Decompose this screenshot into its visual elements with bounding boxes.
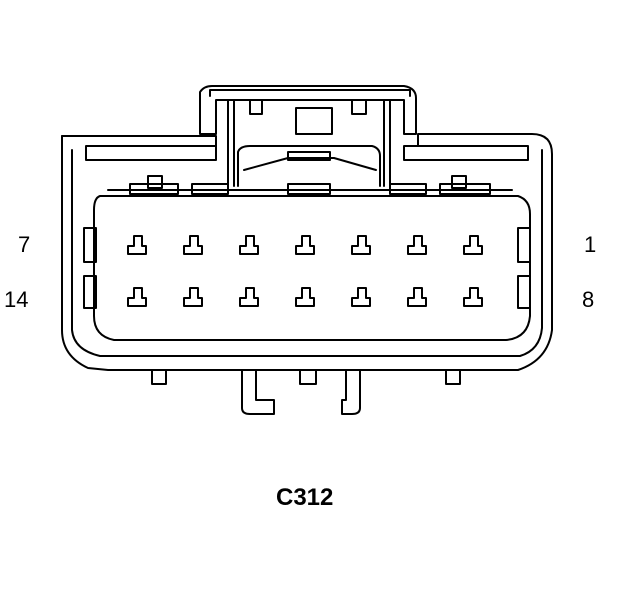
side-cavity-left-bottom	[83, 275, 97, 309]
pin-cavity	[183, 235, 203, 255]
latch-hook-left	[249, 99, 263, 115]
pin-label-8: 8	[582, 287, 595, 312]
pin-cavity	[239, 287, 259, 307]
pin-cavity	[463, 235, 483, 255]
housing-outer-top-left	[61, 135, 217, 147]
side-cavity-left-top	[83, 227, 97, 263]
clip-left	[147, 175, 163, 189]
pin-cavity	[127, 235, 147, 255]
foot-left	[241, 369, 275, 415]
foot-right	[341, 369, 361, 415]
housing-outer	[61, 133, 553, 371]
latch-ramp	[243, 157, 377, 171]
latch-hook-right	[351, 99, 367, 115]
pin-cavity	[295, 287, 315, 307]
side-cavity-right-top	[517, 227, 531, 263]
rail-right	[403, 145, 529, 161]
pin-label-1: 1	[584, 232, 597, 257]
housing-inner	[71, 149, 543, 357]
side-cavity-right-bottom	[517, 275, 531, 309]
peg-center	[299, 369, 317, 385]
latch-center	[237, 145, 381, 187]
peg-left	[151, 369, 167, 385]
latch-inner	[209, 89, 411, 97]
rail-left	[85, 145, 217, 161]
pin-cavities	[127, 235, 483, 307]
pin-cavity	[463, 287, 483, 307]
pin-cavity	[239, 235, 259, 255]
pin-cavity	[407, 287, 427, 307]
clip-right	[451, 175, 467, 189]
cavity-block	[93, 195, 531, 341]
latch-tab	[287, 151, 331, 161]
pin-cavity	[407, 235, 427, 255]
pin-cavity	[183, 287, 203, 307]
pin-cavity	[351, 235, 371, 255]
latch-window	[295, 107, 333, 135]
pin-cavity	[351, 287, 371, 307]
peg-right	[445, 369, 461, 385]
pin-label-14: 14	[4, 287, 29, 312]
pin-cavity	[127, 287, 147, 307]
pin-cavity	[295, 235, 315, 255]
latch-outer	[199, 85, 417, 135]
connector-id: C312	[276, 484, 334, 511]
pin-label-7: 7	[18, 232, 31, 257]
